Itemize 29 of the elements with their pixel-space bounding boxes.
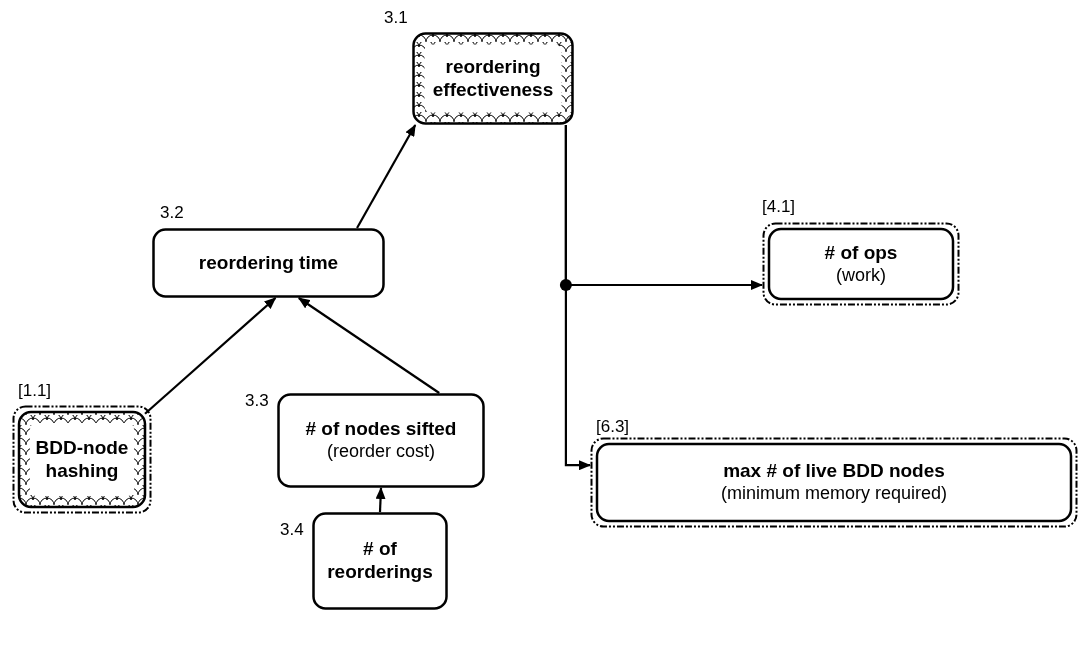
double-outlined-box	[590, 437, 1078, 528]
node-number: [6.3]	[596, 417, 630, 437]
node-title: reordering effectiveness	[431, 55, 555, 102]
node-number: 3.1	[384, 8, 408, 28]
patterned-box	[412, 32, 574, 125]
node-title: max # of live BDD nodes	[723, 460, 945, 484]
node-title: # of nodes sifted	[305, 418, 457, 442]
arrow	[144, 297, 277, 415]
arrow	[297, 297, 440, 394]
node-title: # of reorderings	[326, 538, 434, 584]
node-number: 3.2	[160, 203, 184, 223]
double-outlined-box	[762, 222, 960, 306]
node-number: 3.4	[280, 520, 304, 540]
rounded-box	[277, 393, 485, 488]
arrow	[564, 125, 591, 471]
rounded-box	[152, 228, 385, 298]
node-subtitle: (work)	[836, 264, 886, 287]
node-subtitle: (reorder cost)	[327, 441, 435, 463]
node-number: [4.1]	[762, 197, 796, 217]
node-number: [1.1]	[18, 381, 52, 401]
node-subtitle: (minimum memory required)	[720, 483, 947, 505]
node-title: # of ops	[824, 241, 898, 265]
node-title: BDD-node hashing	[34, 436, 130, 483]
patterned-box	[12, 405, 152, 514]
arrow	[356, 124, 417, 229]
node-number: 3.3	[245, 391, 269, 411]
node-title: reordering time	[198, 251, 339, 275]
arrow	[375, 487, 386, 513]
rounded-box	[312, 512, 448, 610]
